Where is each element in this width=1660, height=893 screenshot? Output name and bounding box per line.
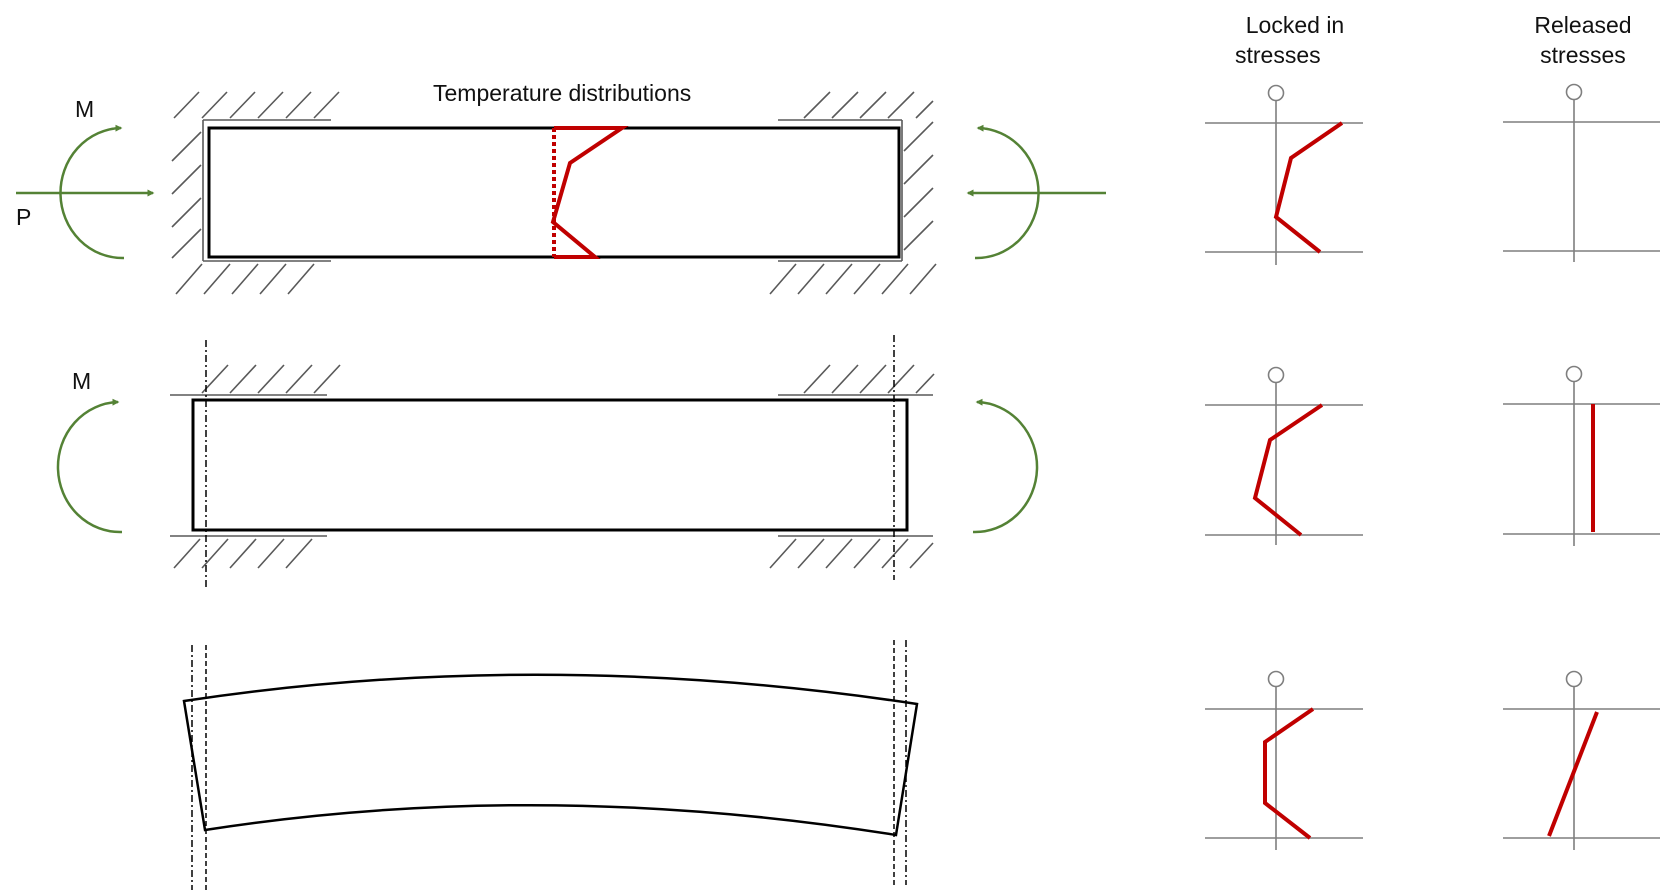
locked-stress-diagram-3 (1205, 670, 1363, 850)
locked-stress-diagram-2 (1205, 366, 1363, 545)
moment-label-top: M (75, 96, 95, 122)
locked-stress-curve-1 (1273, 121, 1344, 254)
moment-arrow-left-2 (56, 398, 123, 534)
load-right (966, 124, 1106, 260)
hatch-wall-right (901, 120, 934, 261)
hatch-bottom-left (175, 260, 331, 295)
temperature-distributions-title: Temperature distributions (433, 80, 692, 106)
moment-arrow-left (59, 124, 125, 260)
temperature-profile (550, 126, 629, 259)
released-header-line-2: stresses (1540, 42, 1626, 68)
locked-header-line-2: stresses (1235, 42, 1321, 68)
hatch-top-left (173, 91, 340, 121)
axis-marker (1267, 84, 1285, 102)
moment-label-mid: M (72, 368, 92, 394)
hatch-bottom-left-2 (170, 535, 327, 569)
released-header-line-1: Released (1534, 12, 1632, 38)
released-stress-linear (1547, 711, 1599, 837)
axis-marker (1267, 670, 1285, 688)
hatch-top-right (778, 91, 934, 121)
row-moment-restrained (56, 335, 1039, 590)
hatch-bottom-right-2 (769, 535, 934, 569)
hatch-bottom-right (769, 260, 937, 295)
axis-marker (1565, 670, 1583, 688)
load-left (16, 124, 155, 260)
locked-stress-curve-3 (1263, 707, 1315, 840)
moment-arrow-right-2 (972, 398, 1039, 534)
released-stress-diagram-1 (1503, 83, 1660, 262)
temperature-curve (550, 126, 629, 259)
released-stresses-column (1503, 83, 1660, 850)
row-fixed-beam (16, 91, 1106, 295)
hatch-wall-left (171, 120, 204, 261)
locked-header-line-1: Locked in (1245, 12, 1345, 38)
locked-stresses-column (1205, 84, 1363, 850)
beam-deformed (182, 673, 919, 837)
hatch-top-right-2 (778, 364, 935, 396)
moment-arrow-right (974, 124, 1040, 260)
row-free-beam (182, 640, 919, 890)
released-stress-diagram-2 (1503, 365, 1660, 546)
axis-marker (1565, 83, 1583, 101)
locked-in-stresses-header: Locked in stresses (1205, 10, 1385, 70)
beam-moment-restrained (191, 398, 909, 532)
released-stress-diagram-3 (1503, 670, 1660, 850)
locked-stress-curve-2 (1252, 403, 1324, 537)
axis-marker (1565, 365, 1583, 383)
released-stresses-header: Released stresses (1493, 10, 1660, 70)
locked-stress-diagram-1 (1205, 84, 1363, 265)
axial-force-label: P (16, 204, 32, 230)
hatch-top-left-2 (170, 364, 341, 396)
axis-marker (1267, 366, 1285, 384)
